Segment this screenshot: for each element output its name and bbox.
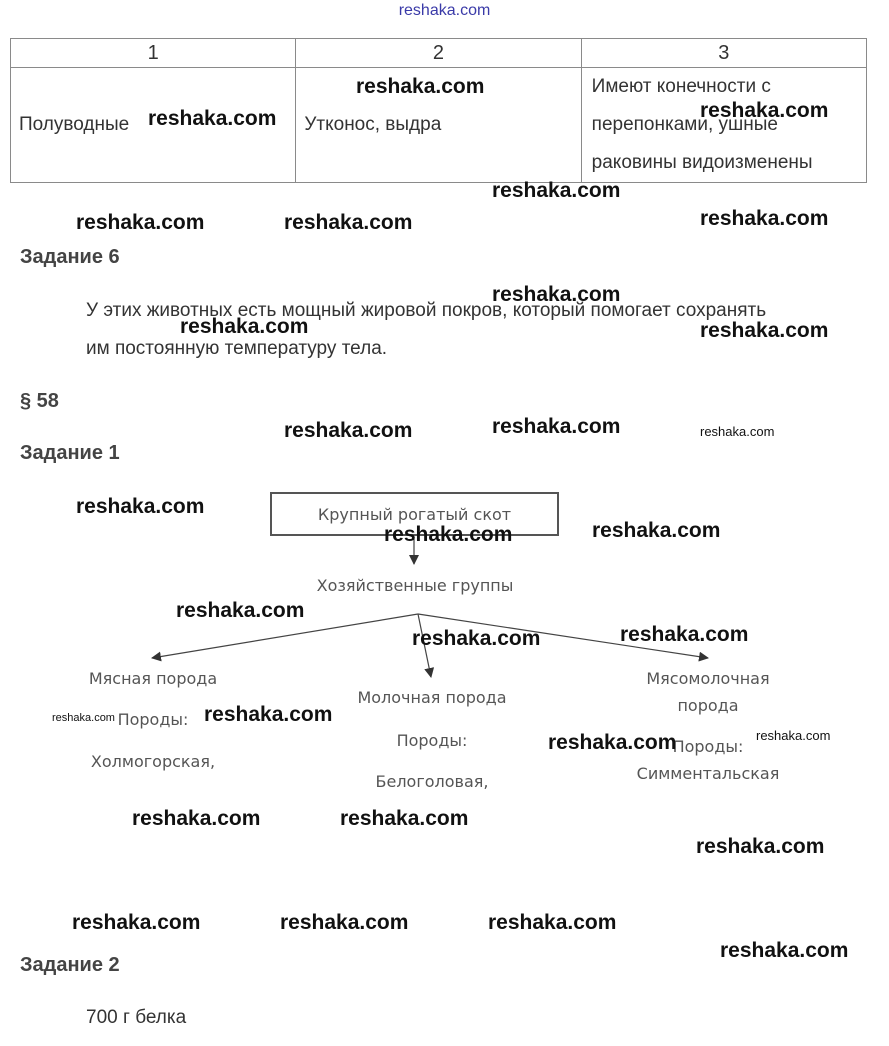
watermark: reshaka.com: [284, 211, 413, 234]
diagram-root-box: Крупный рогатый скот: [270, 492, 559, 536]
task6-heading: Задание 6: [20, 246, 120, 268]
watermark: reshaka.com: [180, 315, 309, 338]
watermark: reshaka.com: [204, 703, 333, 726]
meat-breed-title: Мясная порода: [88, 669, 218, 688]
watermark: reshaka.com: [72, 911, 201, 934]
table-header-row: 1 2 3: [9, 38, 868, 68]
dairy-breed-title: Молочная порода: [357, 688, 507, 707]
mixed-breeds-list: Симментальская: [636, 764, 780, 783]
watermark: reshaka.com: [700, 207, 829, 230]
dairy-breeds-list: Белоголовая,: [375, 772, 489, 791]
watermark: reshaka.com: [76, 211, 205, 234]
task6-text-line2: им постоянную температуру тела.: [86, 338, 388, 359]
watermark: reshaka.com: [176, 599, 305, 622]
watermark: reshaka.com: [492, 179, 621, 202]
task1-heading: Задание 1: [20, 442, 120, 464]
watermark: reshaka.com: [720, 939, 849, 962]
table-cell: Имеют конечности с перепонками, ушные ра…: [580, 67, 868, 183]
diagram-root-label: Крупный рогатый скот: [317, 504, 512, 524]
section-number: § 58: [20, 390, 59, 412]
watermark: reshaka.com: [284, 419, 413, 442]
watermark: reshaka.com: [756, 728, 831, 743]
meat-breeds-list: Холмогорская,: [90, 752, 216, 771]
table-cell: Утконос, выдра: [295, 67, 582, 183]
arrow-to-meat: [151, 613, 419, 662]
table-header-cell: 1: [9, 38, 297, 68]
watermark: reshaka.com: [356, 75, 485, 98]
watermark: reshaka.com: [488, 911, 617, 934]
task6-text-line1: У этих животных есть мощный жировой покр…: [86, 300, 767, 321]
dairy-breeds-label: Породы:: [396, 731, 468, 750]
watermark: reshaka.com: [384, 523, 513, 546]
table-header-cell: 2: [295, 38, 582, 68]
mixed-breed-title-line1: Мясомолочная: [646, 669, 770, 688]
answer-table: 1 2 3 Полуводные Утконос, выдра Имеют ко…: [9, 38, 868, 183]
watermark: reshaka.com: [696, 835, 825, 858]
table-row: Полуводные Утконос, выдра Имеют конечнос…: [9, 67, 868, 183]
watermark: reshaka.com: [492, 415, 621, 438]
watermark: reshaka.com: [132, 807, 261, 830]
watermark: reshaka.com: [76, 495, 205, 518]
table-cell: Полуводные: [9, 67, 297, 183]
watermark: reshaka.com: [700, 424, 775, 439]
watermark: reshaka.com: [620, 623, 749, 646]
diagram-middle-label: Хозяйственные группы: [316, 576, 514, 595]
watermark: reshaka.com: [52, 712, 115, 724]
watermark: reshaka.com: [700, 319, 829, 342]
watermark: reshaka.com: [340, 807, 469, 830]
watermark: reshaka.com: [700, 99, 829, 122]
site-link[interactable]: reshaka.com: [398, 2, 491, 19]
watermark: reshaka.com: [548, 731, 677, 754]
watermark: reshaka.com: [592, 519, 721, 542]
mixed-breeds-label: Породы:: [672, 737, 744, 756]
watermark: reshaka.com: [492, 283, 621, 306]
watermark: reshaka.com: [148, 107, 277, 130]
watermark: reshaka.com: [280, 911, 409, 934]
task2-heading: Задание 2: [20, 954, 120, 976]
meat-breeds-label: Породы:: [117, 710, 189, 729]
table-header-cell: 3: [580, 38, 868, 68]
arrow-to-mixed: [417, 613, 709, 662]
mixed-breed-title-line2: порода: [677, 696, 739, 715]
arrow-to-dairy: [417, 613, 435, 678]
watermark: reshaka.com: [412, 627, 541, 650]
task2-answer: 700 г белка: [86, 1007, 187, 1028]
